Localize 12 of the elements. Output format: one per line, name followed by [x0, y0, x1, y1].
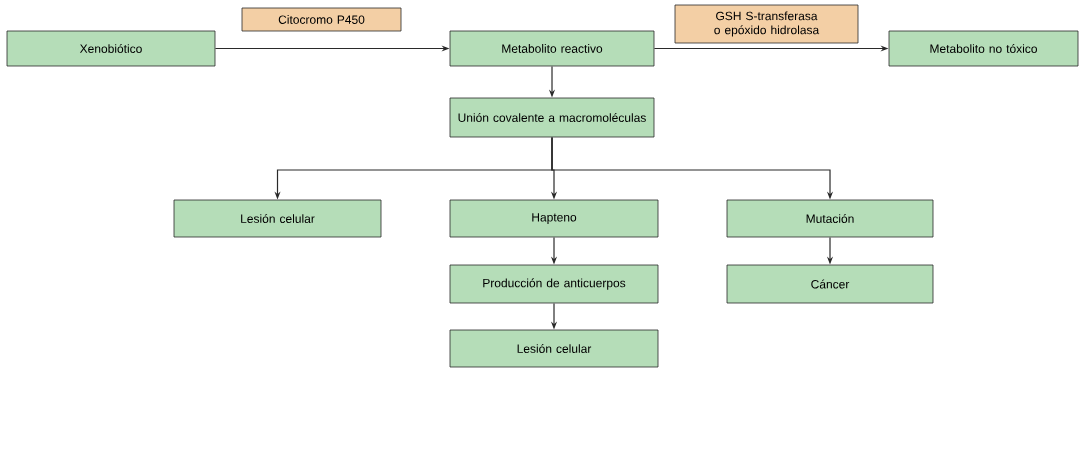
- label-box: Citocromo P450: [241, 7, 402, 32]
- process-box: Lesión celular: [173, 199, 382, 238]
- process-box: Cáncer: [726, 264, 934, 304]
- process-box: Lesión celular: [449, 329, 659, 368]
- process-box: Producción de anticuerpos: [449, 264, 659, 304]
- process-box: Metabolito reactivo: [449, 30, 655, 67]
- label-box: GSH S-transferasa o epóxido hidrolasa: [674, 4, 859, 44]
- process-box: Xenobiótico: [6, 30, 216, 67]
- process-box: Mutación: [726, 199, 934, 238]
- process-box: Hapteno: [449, 199, 659, 238]
- process-box: Unión covalente a macromoléculas: [449, 97, 655, 138]
- process-box: Metabolito no tóxico: [888, 30, 1079, 67]
